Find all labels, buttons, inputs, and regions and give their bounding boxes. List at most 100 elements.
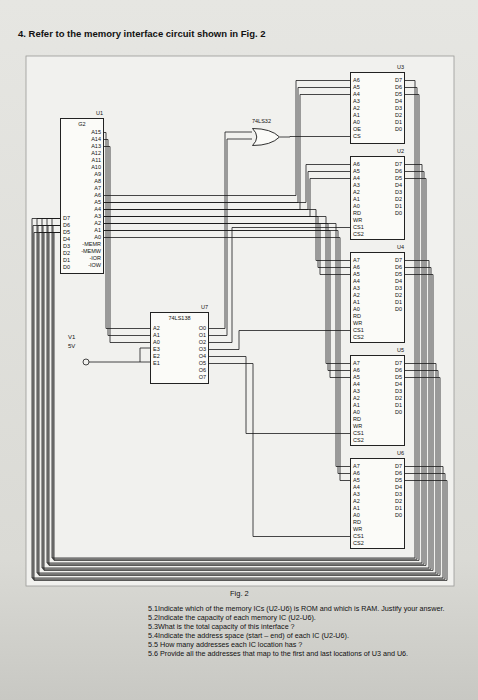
pin-name: D0 <box>395 126 402 133</box>
pin-name: A6 <box>353 161 360 168</box>
wire-line <box>38 226 438 575</box>
pin-name: D3 <box>395 189 402 196</box>
chip-name: U1 <box>96 110 103 117</box>
pin-name: A4 <box>353 91 360 98</box>
signal-wire <box>280 136 350 138</box>
pin-name: D1 <box>395 402 402 409</box>
pin-name: D6 <box>395 470 402 477</box>
pin-name: A0 <box>353 409 360 416</box>
pin-name: D3 <box>63 243 70 250</box>
pin-name: A8 <box>94 178 101 185</box>
chip-name: U7 <box>201 304 208 311</box>
pin-name: D2 <box>395 498 402 505</box>
pin-name: CS2 <box>353 540 364 547</box>
pin-name: D7 <box>395 463 402 470</box>
signal-wire <box>209 331 350 350</box>
wire-line <box>34 233 447 581</box>
wire-line <box>209 139 252 336</box>
pin-name: RD <box>353 519 361 526</box>
pin-name: A2 <box>353 498 360 505</box>
chip-name: U3 <box>397 64 404 71</box>
pin-name: D0 <box>395 210 402 217</box>
pin-name: O5 <box>199 360 206 367</box>
chip-type: 74LS138 <box>151 315 208 322</box>
pin-name: A4 <box>353 175 360 182</box>
pin-name: CS1 <box>353 327 364 334</box>
pin-name: D2 <box>395 395 402 402</box>
question-text: 5.1Indicate which of the memory ICs (U2-… <box>148 604 444 613</box>
pin-name: A5 <box>353 271 360 278</box>
pin-name: E1 <box>153 360 160 367</box>
pin-name: A5 <box>94 199 101 206</box>
enable-wire <box>89 362 150 363</box>
pin-name: A4 <box>94 206 101 213</box>
pin-name: D2 <box>395 196 402 203</box>
pin-name: A3 <box>94 213 101 220</box>
pin-name: A1 <box>353 112 360 119</box>
pin-name: RD <box>353 416 361 423</box>
question-text: 5.6 Provide all the addresses that map t… <box>148 649 408 658</box>
wire-line <box>209 228 350 343</box>
pin-name: D0 <box>395 306 402 313</box>
chip-name: U6 <box>397 450 404 457</box>
pin-name: D0 <box>395 409 402 416</box>
bus-wire <box>104 133 150 343</box>
pin-name: A6 <box>94 192 101 199</box>
pin-name: D7 <box>395 77 402 84</box>
pin-name: RD <box>353 210 361 217</box>
pin-name: A7 <box>94 185 101 192</box>
wire-line <box>53 88 417 560</box>
pin-name: D7 <box>395 161 402 168</box>
pin-name: O1 <box>199 332 206 339</box>
pin-name: A10 <box>91 164 101 171</box>
pin-name: A14 <box>91 136 101 143</box>
pin-name: D7 <box>395 360 402 367</box>
pin-name: D6 <box>395 367 402 374</box>
supply-terminal <box>83 359 89 365</box>
wire-line <box>209 132 252 329</box>
chip-name: 74LS32 <box>252 118 271 125</box>
pin-name: A1 <box>353 402 360 409</box>
wire-line <box>104 147 150 343</box>
question-text: 5.3What is the total capacity of this in… <box>148 622 295 631</box>
pin-name: A6 <box>353 367 360 374</box>
pin-name: D5 <box>63 229 70 236</box>
pin-name: A4 <box>353 484 360 491</box>
pin-name: D5 <box>395 271 402 278</box>
pin-name: CS1 <box>353 430 364 437</box>
pin-name: D7 <box>395 257 402 264</box>
wire-line <box>209 357 350 434</box>
pin-name: A7 <box>353 463 360 470</box>
wire-line <box>54 95 419 561</box>
pin-name: A12 <box>91 150 101 157</box>
memory-chip: U3A6A5A4A3A2A1A0OECSD7D6D5D4D3D2D1D0 <box>350 72 405 144</box>
wire-line <box>52 81 415 559</box>
pin-name: WR <box>353 217 362 224</box>
chip-name: U5 <box>397 347 404 354</box>
wire-line <box>280 136 350 138</box>
pin-name: A7 <box>353 257 360 264</box>
pin-name: A5 <box>353 168 360 175</box>
or-gate-symbol <box>252 128 280 146</box>
pin-name: WR <box>353 423 362 430</box>
pin-name: D3 <box>395 105 402 112</box>
pin-name: A3 <box>353 388 360 395</box>
pin-name: D7 <box>63 215 70 222</box>
pin-name: -MEMW <box>81 248 101 255</box>
processor-chip: U1G2D7D6D5D4D3D2D1D0A15A14A13A12A11A10A9… <box>60 118 104 274</box>
pin-name: D5 <box>395 91 402 98</box>
pin-name: A6 <box>353 264 360 271</box>
figure-caption: Fig. 2 <box>230 589 249 598</box>
wire-line <box>33 226 445 580</box>
pin-name: D4 <box>63 236 70 243</box>
pin-name: A13 <box>91 143 101 150</box>
wire-line <box>104 133 150 329</box>
pin-name: A3 <box>353 182 360 189</box>
enable-wire <box>140 348 141 362</box>
pin-name: O3 <box>199 346 206 353</box>
figure-frame <box>26 56 454 586</box>
pin-name: A2 <box>353 105 360 112</box>
figure-title: 4. Refer to the memory interface circuit… <box>18 28 266 39</box>
bus-wire <box>209 132 252 336</box>
pin-name: O6 <box>199 367 206 374</box>
